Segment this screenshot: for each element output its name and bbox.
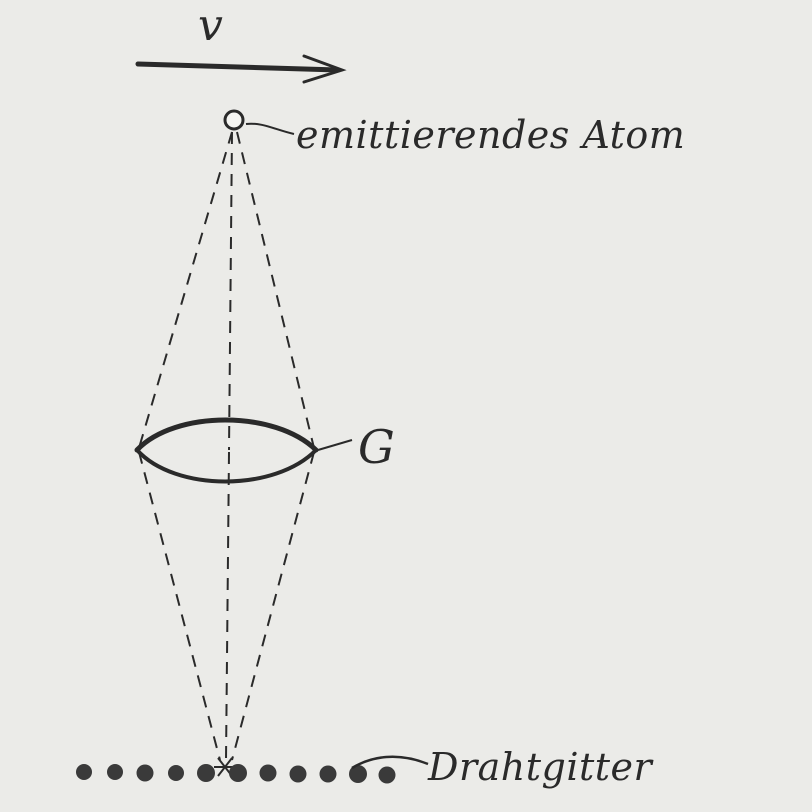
wire-grid [76,764,396,784]
lower-rays [138,451,315,761]
atom-circle [223,109,245,131]
lens-label: G [358,420,395,474]
lens-shape [134,417,319,484]
grid-label: Drahtgitter [428,745,653,789]
upper-rays [138,131,315,451]
velocity-label: v [198,0,223,51]
atom-pointer-line [245,122,295,135]
velocity-arrow [135,54,347,84]
grid-pointer-line [351,755,429,770]
lens-pointer-line [317,439,353,451]
atom-label: emittierendes Atom [296,113,686,157]
